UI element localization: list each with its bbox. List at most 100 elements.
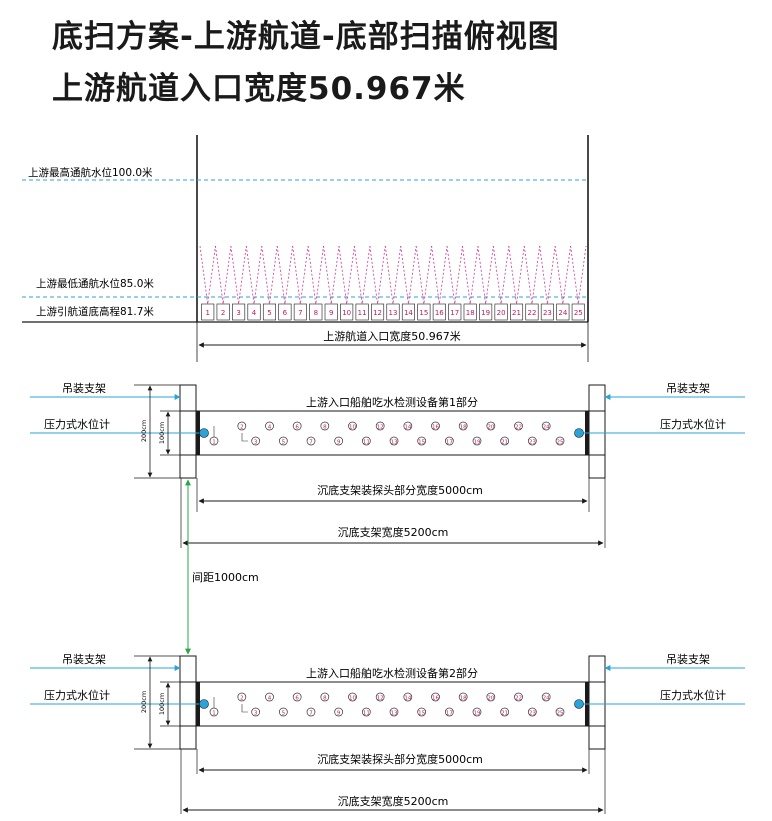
min-level-label: 上游最低通航水位85.0米 — [36, 277, 154, 290]
probe-number: 25 — [557, 439, 564, 445]
sonar-beam — [523, 245, 541, 305]
probe-icon — [500, 707, 510, 717]
left-gauge-label: 压力式水位计 — [44, 688, 110, 702]
probe-number: 5 — [282, 710, 286, 716]
probe-icon — [444, 707, 454, 717]
probe-number: 3 — [254, 439, 258, 445]
part-title: 上游入口船舶吃水检测设备第1部分 — [306, 395, 478, 409]
probe-icon — [417, 436, 427, 446]
sonar-beams — [199, 245, 587, 305]
left-water-gauge-icon — [199, 699, 209, 709]
beam-cell-number: 11 — [358, 309, 367, 317]
probe-number: 13 — [391, 710, 398, 716]
beam-cell-number: 19 — [481, 309, 490, 317]
probe-number: 11 — [363, 439, 370, 445]
beam-cell — [556, 303, 570, 321]
probe-icon — [541, 692, 551, 702]
probe-number: 23 — [529, 439, 536, 445]
sonar-beam — [338, 245, 355, 305]
probe-icon — [251, 436, 261, 446]
probe-number: 11 — [363, 710, 370, 716]
spacing-label: 间距1000cm — [192, 571, 259, 584]
sonar-beam — [446, 245, 463, 305]
left-hoist-frame — [179, 384, 197, 479]
probe-number: 9 — [337, 439, 341, 445]
probe-width-label: 沉底支架装探头部分宽度5000cm — [317, 752, 483, 766]
probe-number: 24 — [543, 424, 550, 430]
sonar-beam — [415, 245, 432, 305]
beam-cell-number: 22 — [527, 309, 536, 317]
beam-cell-number: 9 — [329, 309, 333, 317]
probe-number: 3 — [254, 710, 258, 716]
probe-number: 19 — [474, 439, 481, 445]
probe-number: 22 — [515, 424, 522, 430]
probe-icon — [375, 692, 385, 702]
beam-cell — [340, 303, 354, 321]
probe-icon — [278, 436, 288, 446]
probe-number: 15 — [418, 439, 425, 445]
probe-number: 15 — [418, 710, 425, 716]
beam-cell-number: 4 — [252, 309, 257, 317]
probe-icon — [555, 707, 565, 717]
probe-number: 7 — [309, 710, 313, 716]
part-title: 上游入口船舶吃水检测设备第2部分 — [306, 666, 478, 680]
probe-number: 6 — [295, 695, 299, 701]
probe-number: 10 — [349, 424, 356, 430]
beam-cell-number: 16 — [435, 309, 444, 317]
beam-cell — [509, 303, 524, 321]
probe-icon — [500, 436, 510, 446]
probe-icon — [458, 692, 468, 702]
beam-cell-number: 25 — [574, 309, 583, 317]
probe-icon — [251, 707, 261, 717]
probe-icon — [265, 692, 274, 702]
sonar-beam — [230, 245, 247, 305]
right-hoist-label: 吊装支架 — [666, 653, 710, 666]
beam-cell — [417, 303, 431, 321]
cross-section: 上游最高通航水位100.0米 上游最低通航水位85.0米 上游引航道底高程81.… — [22, 135, 589, 362]
sonar-beam — [323, 245, 340, 305]
beam-cell-number: 21 — [512, 309, 521, 317]
probe-cable — [241, 433, 248, 442]
probe-icon — [361, 707, 371, 717]
sonar-beam — [276, 245, 294, 305]
beam-cell-number: 8 — [314, 309, 318, 317]
probe-number: 14 — [404, 695, 411, 701]
detector-part-1: 吊装支架 吊装支架 压力式水位计 压力式水位计 上游入口船舶吃水检测设备第1部分… — [30, 382, 745, 548]
probe-icon — [278, 707, 288, 717]
outer-height-label: 200cm — [140, 420, 148, 442]
probe-icon — [320, 421, 330, 431]
probe-icon — [348, 692, 357, 702]
probe-icon — [403, 692, 413, 702]
beam-cell — [525, 303, 539, 321]
probe-number: 9 — [337, 710, 341, 716]
probe-number: 14 — [404, 424, 411, 430]
probe-icon — [306, 707, 316, 717]
beam-cell-number: 18 — [466, 309, 475, 317]
beam-cell — [247, 303, 261, 321]
probe-icon — [527, 707, 537, 717]
probe-icon — [389, 707, 399, 717]
probe-icon — [431, 421, 440, 431]
beam-cell-number: 1 — [205, 309, 209, 317]
beam-cell — [324, 303, 338, 321]
sonar-beam — [245, 245, 263, 305]
sonar-beam — [554, 245, 571, 305]
probe-icon — [306, 436, 316, 446]
probe-number: 20 — [487, 695, 494, 701]
probe-number: 8 — [323, 424, 327, 430]
probe-number: 21 — [501, 439, 508, 445]
beam-cell-number: 7 — [298, 309, 302, 317]
left-hoist-label: 吊装支架 — [62, 382, 106, 395]
probe-icon — [417, 707, 427, 717]
probe-number: 8 — [323, 695, 327, 701]
page-subtitle: 上游航道入口宽度50.967米 — [52, 71, 466, 107]
beam-cell — [494, 303, 508, 321]
probe-icon — [348, 421, 357, 431]
probe-icon — [541, 421, 551, 431]
probe-number: 20 — [487, 424, 494, 430]
outer-height-label: 200cm — [140, 691, 148, 713]
beam-cell — [371, 303, 385, 321]
sonar-beam — [508, 245, 525, 305]
left-hoist-frame — [179, 655, 197, 750]
